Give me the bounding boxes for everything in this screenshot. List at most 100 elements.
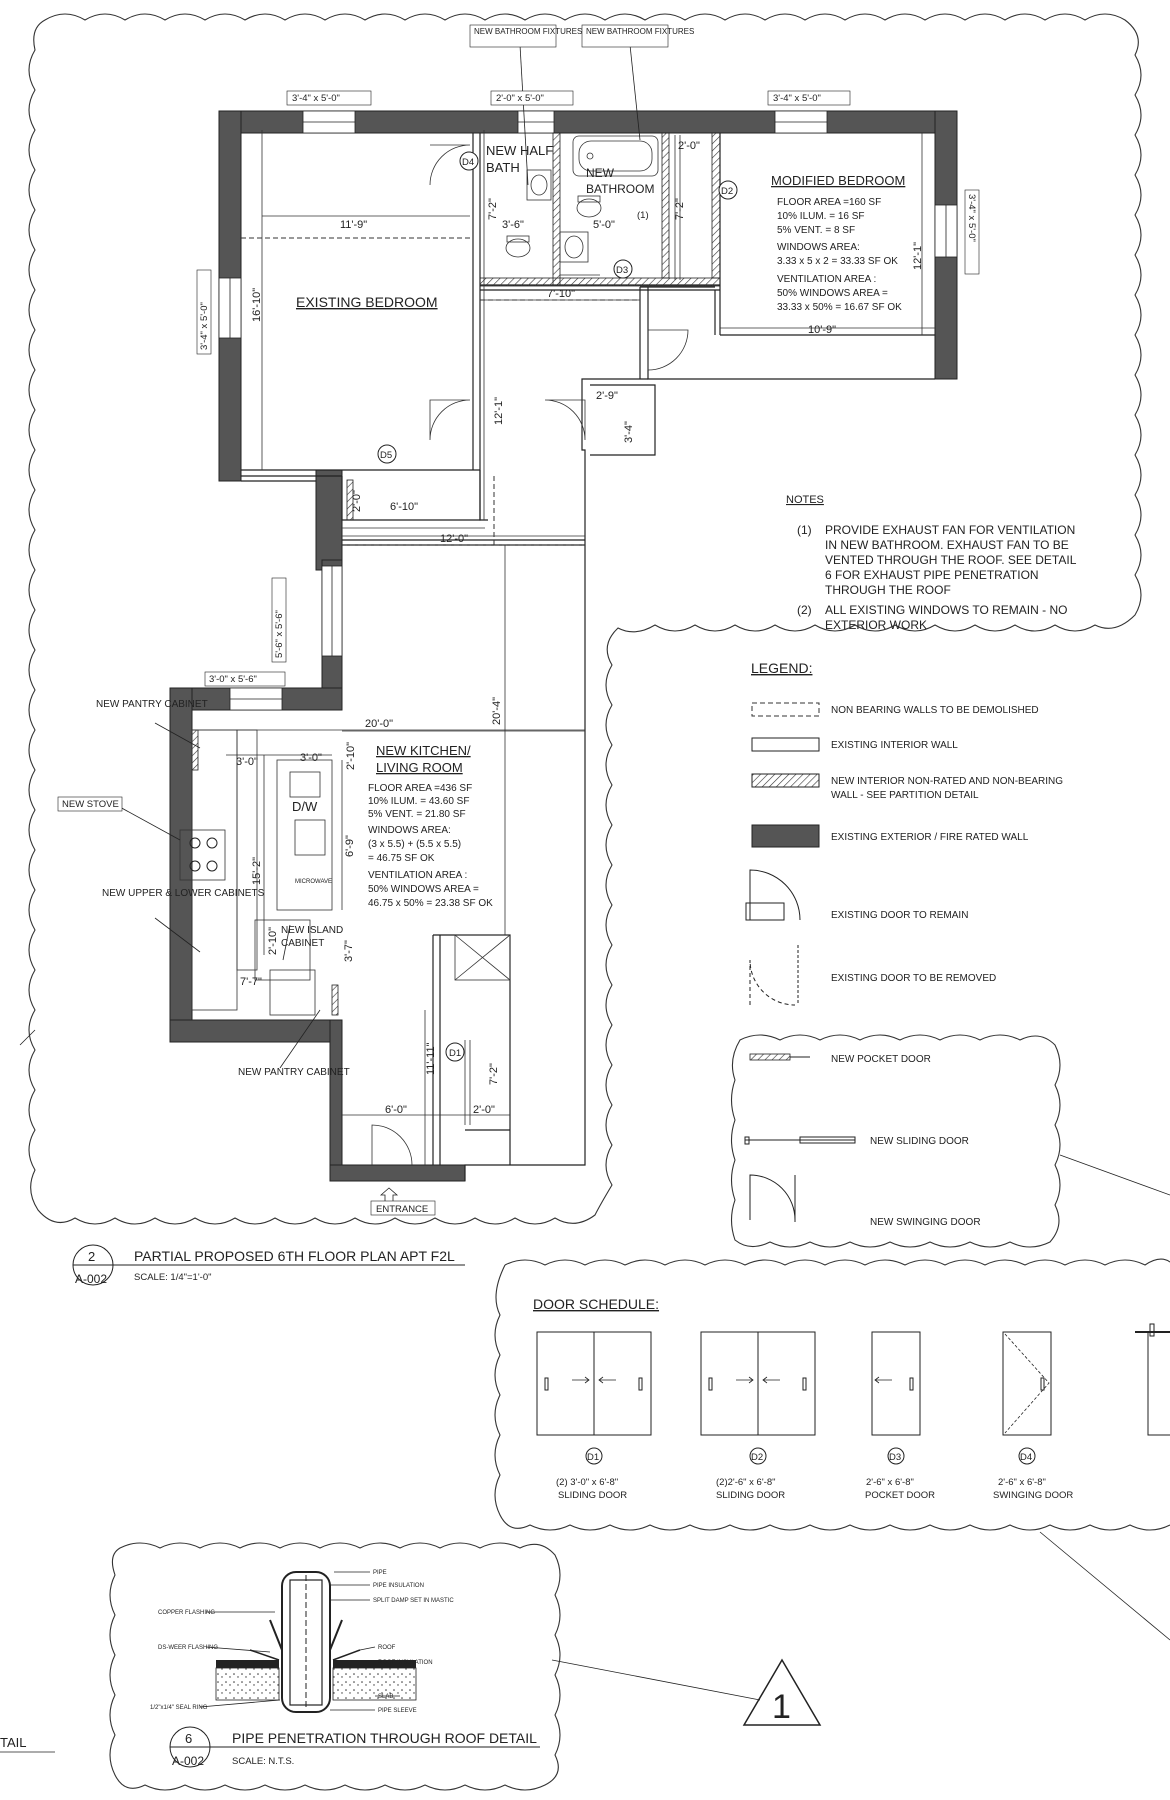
dim-living-h: 20'-4": [491, 697, 503, 725]
microwave-label: MICROWAVE: [295, 879, 332, 885]
kit-line-5: = 46.75 SF OK: [368, 853, 435, 864]
dim-bath-h: 7'-2": [674, 198, 686, 220]
new-door-legend-box: [730, 1034, 1170, 1248]
ds-d3-type: POCKET DOOR: [865, 1490, 935, 1501]
note-1-line-1: IN NEW BATHROOM. EXHAUST FAN TO BE: [825, 538, 1069, 552]
legend-new-swinging-door: NEW SWINGING DOOR: [870, 1217, 981, 1228]
dim-kit-e: 2'-10": [267, 927, 279, 955]
room-new-bathroom-line2: BATHROOM: [586, 182, 654, 196]
note-1-num: (1): [797, 523, 812, 537]
legend-block: LEGEND: NON BEARING WALLS TO BE DEMOLISH…: [751, 660, 1063, 1228]
mod-bed-line-1: 10% ILUM. = 16 SF: [777, 211, 865, 222]
tag-upper-lower: NEW UPPER & LOWER CABINETS: [102, 888, 265, 899]
plan-title-sheet: A-002: [75, 1272, 107, 1286]
cut-label: TAIL: [0, 1735, 27, 1750]
pipe-label-right-1: PIPE INSULATION: [373, 1583, 424, 1589]
legend-item-existing-interior: EXISTING INTERIOR WALL: [831, 740, 958, 751]
note-2-num: (2): [797, 603, 812, 617]
dim-kit-d: 6'-9": [344, 835, 356, 857]
revision-cloud-plan: [28, 13, 1142, 1225]
kit-line-3: WINDOWS AREA:: [368, 825, 451, 836]
pipe-label-right-2: SPLIT DAMP SET IN MASTIC: [373, 1598, 454, 1604]
pipe-label-left-1: DS-WEER FLASHING: [158, 1645, 218, 1651]
dim-closet-w: 2'-0": [678, 140, 700, 152]
door-tag-d2: D2: [721, 186, 733, 197]
pipe-label-right-3: ROOF: [378, 1645, 396, 1651]
ds-d2-size: (2)2'-6" x 6'-8": [716, 1477, 775, 1488]
plan-title-bubble: [72, 1244, 465, 1286]
dim-bath-note: (1): [637, 210, 649, 221]
dim-closet3-h: 2'-0": [351, 490, 363, 512]
window-tag-left-1: 3'-4" x 5'-0": [199, 302, 210, 350]
pipe-label-left-2: 1/2"x1/4" SEAL RING: [150, 1705, 208, 1711]
room-kitchen-line2: LIVING ROOM: [376, 760, 463, 775]
mod-bed-line-5: VENTILATION AREA :: [777, 274, 876, 285]
doors: [371, 135, 689, 1166]
kit-line-4: (3 x 5.5) + (5.5 x 5.5): [368, 839, 461, 850]
fixture-tags: NEW BATHROOM FIXTURES NEW BATHROOM FIXTU…: [469, 24, 694, 48]
ds-d2-type: SLIDING DOOR: [716, 1490, 785, 1501]
dim-kit-f: 3'-7": [343, 940, 355, 962]
kit-line-8: 46.75 x 50% = 23.38 SF OK: [368, 898, 493, 909]
note-1-line-0: PROVIDE EXHAUST FAN FOR VENTILATION: [825, 523, 1075, 537]
plan-title-scale: SCALE: 1/4"=1'-0": [134, 1272, 211, 1283]
room-modified-bedroom: MODIFIED BEDROOM: [771, 173, 905, 188]
room-new-bathroom-line1: NEW: [586, 166, 615, 180]
dim-bath-w: 5'-0": [593, 219, 615, 231]
revision-triangle: [742, 1658, 822, 1726]
window-tags: 3'-4" x 5'-0" 2'-0" x 5'-0" 3'-4" x 5'-0…: [196, 90, 980, 687]
dim-kit-a: 3'-0": [236, 756, 258, 768]
door-schedule-cloud: [494, 1258, 1170, 1531]
tag-entrance: ENTRANCE: [376, 1204, 428, 1215]
dim-mod-bed-w: 10'-9": [808, 324, 836, 336]
tag-new-bath-fixtures-2: NEW BATHROOM FIXTURES: [586, 27, 694, 36]
plan-title: 2 A-002 PARTIAL PROPOSED 6TH FLOOR PLAN …: [75, 1248, 455, 1286]
door-tag-d5: D5: [380, 450, 392, 461]
dim-half-bath-w: 3'-6": [502, 219, 524, 231]
dim-bath-total: 7'-10": [547, 288, 575, 300]
kit-line-1: 10% ILUM. = 43.60 SF: [368, 796, 469, 807]
note-1-line-4: THROUGH THE ROOF: [825, 583, 951, 597]
pipe-detail-scale: SCALE: N.T.S.: [232, 1756, 294, 1767]
notes-block: NOTES (1) PROVIDE EXHAUST FAN FOR VENTIL…: [786, 494, 1077, 632]
dim-kit-c: 2'-10": [345, 742, 357, 770]
exterior-walls: [169, 110, 958, 1182]
note-2-line-1: EXTERIOR WORK: [825, 618, 927, 632]
dim-entry-h: 11'-11": [425, 1042, 437, 1075]
pipe-detail-sheet: A-002: [172, 1754, 204, 1768]
dimension-texts: 11'-9" 16'-10" 3'-6" 7'-2" 5'-0" (1) 7'-…: [236, 140, 924, 1116]
window-tag-right: 3'-4" x 5'-0": [966, 194, 977, 242]
ds-d1-type: SLIDING DOOR: [558, 1490, 627, 1501]
mod-bed-line-4: 3.33 x 5 x 2 = 33.33 SF OK: [777, 256, 898, 267]
door-schedule-title: DOOR SCHEDULE:: [533, 1296, 659, 1312]
pipe-detail-cloud: [109, 1542, 561, 1791]
legend-item-demolished: NON BEARING WALLS TO BE DEMOLISHED: [831, 705, 1039, 716]
door-tag-d1: D1: [449, 1048, 461, 1059]
window-tag-left-2: 5'-6" x 5'-6": [274, 610, 285, 658]
legend-symbols: [745, 702, 820, 1006]
legend-new-sliding-door: NEW SLIDING DOOR: [870, 1136, 969, 1147]
revision-number: 1: [772, 1688, 791, 1726]
pipe-label-right-5: SLAB: [378, 1694, 393, 1700]
dim-half-bath-h: 7'-2": [487, 198, 499, 220]
ds-d4-tag: D4: [1020, 1452, 1032, 1463]
mod-bed-line-3: WINDOWS AREA:: [777, 242, 860, 253]
tag-new-stove: NEW STOVE: [62, 799, 119, 810]
island-label-line1: NEW ISLAND: [281, 925, 343, 936]
mod-bed-line-7: 33.33 x 50% = 16.67 SF OK: [777, 302, 902, 313]
mod-bed-line-6: 50% WINDOWS AREA =: [777, 288, 888, 299]
pipe-detail-block: COPPER FLASHING DS-WEER FLASHING 1/2"x1/…: [150, 1570, 537, 1768]
door-tag-d4: D4: [462, 157, 474, 168]
dim-entry-c: 2'-0": [473, 1104, 495, 1116]
tag-new-bath-fixtures-1: NEW BATHROOM FIXTURES: [474, 27, 582, 36]
mod-bed-line-2: 5% VENT. = 8 SF: [777, 225, 855, 236]
room-kitchen-line1: NEW KITCHEN/: [376, 743, 471, 758]
dim-bed-w: 11'-9": [340, 219, 367, 231]
notes-title: NOTES: [786, 494, 824, 506]
dim-kit-b: 3'-0": [300, 752, 322, 764]
island-label-line2: CABINET: [281, 938, 324, 949]
note-1-line-2: VENTED THROUGH THE ROOF. SEE DETAIL: [825, 553, 1077, 567]
kitchen-cabinets: [179, 729, 511, 1016]
dim-closet3-w: 6'-10": [390, 501, 418, 513]
